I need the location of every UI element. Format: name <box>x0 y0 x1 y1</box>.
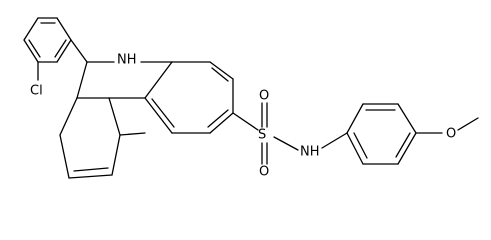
bond <box>397 132 417 165</box>
double-bond-line <box>54 39 67 58</box>
bond <box>232 112 259 131</box>
bond <box>457 117 479 131</box>
bond <box>209 61 234 80</box>
cyclopentene-ring <box>59 97 146 179</box>
double-bond-line <box>151 98 175 128</box>
bond <box>397 103 417 134</box>
methoxyphenyl-ring <box>346 103 417 165</box>
bond <box>23 17 39 41</box>
double-bond-line <box>211 67 229 82</box>
bond <box>59 97 78 136</box>
double-bond-line <box>353 132 368 159</box>
bond <box>23 39 39 63</box>
bond <box>76 61 88 99</box>
bond <box>346 132 364 165</box>
bond <box>119 132 146 136</box>
amine-nh-label: NH <box>117 53 137 68</box>
bond <box>70 39 88 63</box>
sulfonamide-nh-label: NH <box>300 145 320 160</box>
chloro-label: Cl <box>30 84 43 99</box>
bond <box>144 97 173 134</box>
methoxy-oxygen-label: O <box>446 127 456 142</box>
tetrahydroquinoline-ring <box>70 39 173 99</box>
bond <box>68 174 113 179</box>
bond <box>56 39 72 63</box>
bond <box>111 134 121 176</box>
oxygen-upper-label: O <box>259 89 269 104</box>
bond <box>56 17 72 41</box>
benzo-ring <box>144 61 234 134</box>
bond <box>209 112 234 134</box>
chlorophenyl-ring <box>23 17 72 63</box>
bond <box>273 136 299 151</box>
structure-diagram: Cl NH S O O NH <box>23 17 479 180</box>
sulfur-label: S <box>258 128 266 143</box>
bond <box>108 97 121 136</box>
bond <box>346 103 364 134</box>
double-bond-line <box>73 167 109 172</box>
bond <box>321 132 348 149</box>
bond <box>59 134 70 179</box>
bond <box>144 61 173 99</box>
molecule-canvas: Cl NH S O O NH <box>23 17 479 180</box>
oxygen-lower-label: O <box>259 165 269 180</box>
double-bond-line <box>395 132 411 158</box>
double-bond-line <box>28 39 41 58</box>
double-bond-line <box>207 109 229 128</box>
